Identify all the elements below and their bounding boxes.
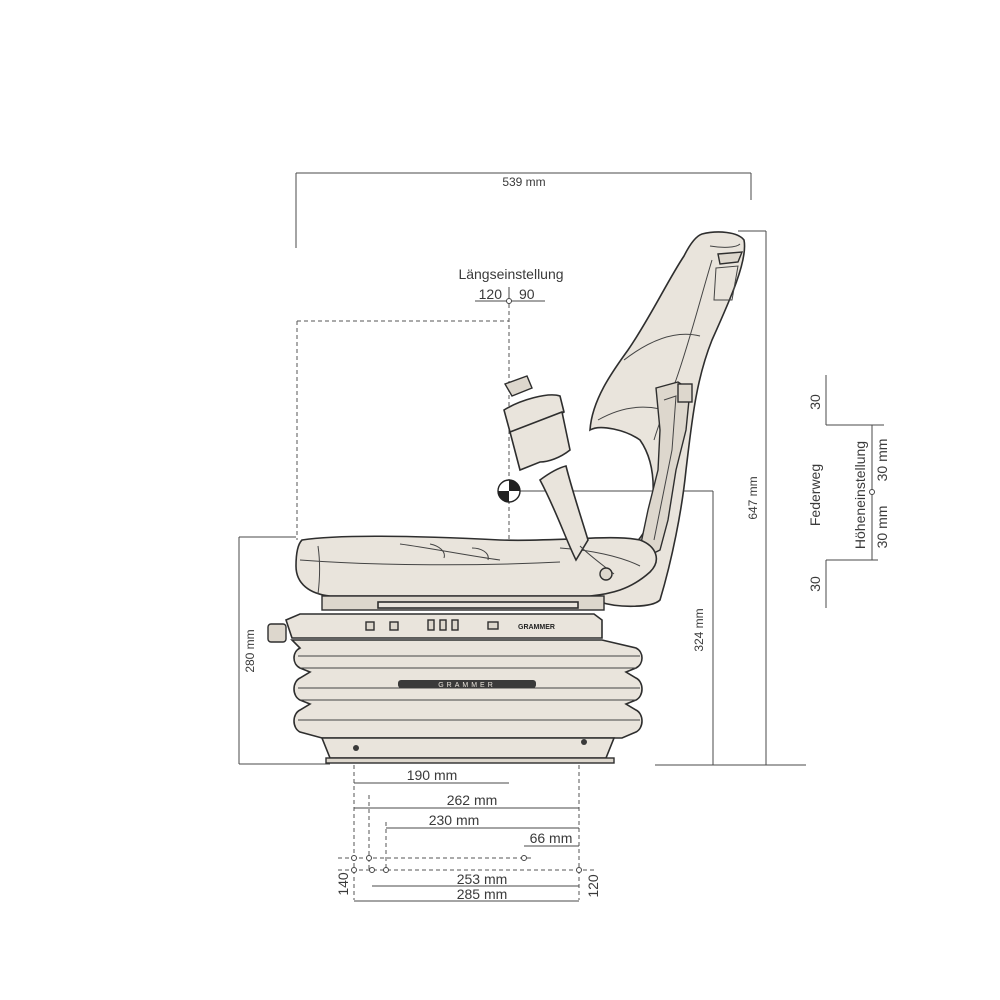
dim-285-label: 285 mm — [457, 886, 508, 902]
overall-height-label: 647 mm — [746, 476, 760, 519]
height-adjustment-label: Höheneinstellung — [852, 441, 868, 549]
height-down-value: 30 mm — [874, 506, 890, 549]
height-adjustment-dimension: Höheneinstellung 30 mm 30 mm — [852, 425, 890, 560]
control-lever-icon — [365, 621, 375, 631]
sip-height-label: 324 mm — [692, 608, 706, 651]
bellows-brand-text: GRAMMER — [438, 682, 496, 689]
base-brand-text: GRAMMER — [518, 624, 555, 631]
overall-width-dimension: 539 mm — [295, 172, 752, 248]
fore-aft-forward-value: 90 — [519, 286, 535, 302]
overall-height-dimension: 647 mm — [655, 230, 806, 766]
fore-aft-back-value: 120 — [479, 286, 503, 302]
height-up-value: 30 mm — [874, 439, 890, 482]
seat-illustration: GRAMMER GRAMMER — [267, 231, 746, 764]
seat-index-point — [497, 479, 521, 503]
fore-aft-title: Längseinstellung — [458, 266, 563, 282]
display-icon — [487, 621, 499, 630]
dim-120-label: 120 — [585, 874, 601, 898]
suspension-travel-label: Federweg — [807, 464, 823, 526]
adjustment-knob-icon — [267, 623, 287, 643]
base-height-label: 280 mm — [243, 629, 257, 672]
control-switch-icon — [451, 619, 459, 631]
control-switch-icon — [439, 619, 447, 631]
dim-140-label: 140 — [335, 872, 351, 896]
control-lever-icon — [389, 621, 399, 631]
dim-262-label: 262 mm — [447, 792, 498, 808]
suspension-up-value: 30 — [807, 394, 823, 410]
fore-aft-adjustment: Längseinstellung 120 90 — [458, 266, 564, 580]
base-height-dimension: 280 mm — [238, 536, 330, 765]
suspension-down-value: 30 — [807, 576, 823, 592]
control-switch-icon — [427, 619, 435, 631]
dim-190-label: 190 mm — [407, 767, 458, 783]
dim-66-label: 66 mm — [530, 830, 573, 846]
mounting-dimensions: 190 mm 262 mm 230 mm 66 mm 253 mm 285 mm… — [335, 765, 601, 902]
dim-230-label: 230 mm — [429, 812, 480, 828]
dim-253-label: 253 mm — [457, 871, 508, 887]
suspension-travel-dimension: 30 Federweg 30 — [807, 375, 884, 608]
seat-envelope-outline — [296, 320, 509, 540]
overall-width-label: 539 mm — [502, 175, 545, 189]
